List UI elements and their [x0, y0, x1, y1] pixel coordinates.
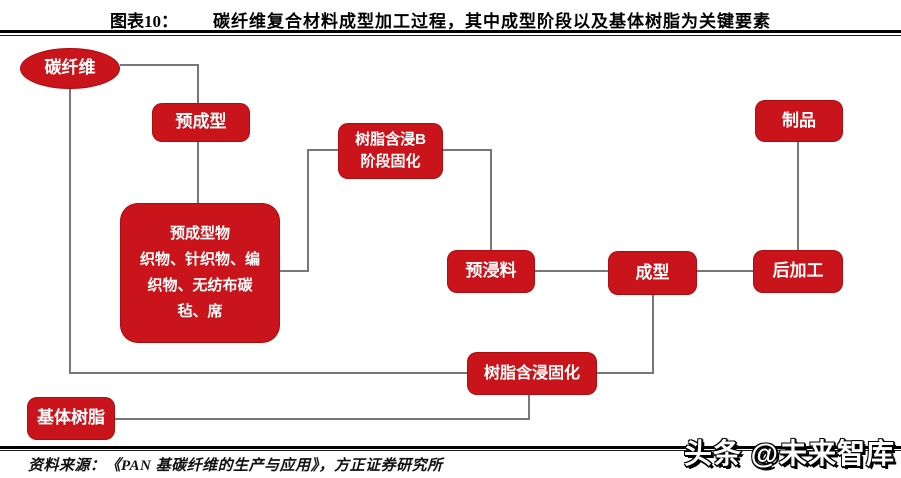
node-label-line: 毡、席 [177, 303, 223, 320]
figure-label: 图表10： [110, 12, 178, 31]
node-label: 树脂含浸固化 [483, 364, 580, 382]
watermark-text: 头条 @未来智库 [683, 438, 895, 469]
node-label: 后加工 [772, 261, 824, 281]
node-label: 预浸料 [465, 261, 517, 281]
connector-curing-molding-h [597, 372, 654, 374]
connector-bstage-prepreg-h [443, 149, 492, 151]
node-label: 基体树脂 [37, 408, 105, 428]
node-label-line: 织物、无纺布碳 [147, 277, 253, 294]
connector-bstage-prepreg-v [490, 149, 492, 250]
connector-molding-postprocessing [697, 270, 753, 272]
node-label-line: 阶段固化 [360, 153, 421, 170]
connector-curing-molding-v [652, 295, 654, 374]
node-label-line: 树脂含浸B [355, 131, 426, 148]
connector-carbonfiber-preform-h [120, 64, 198, 66]
node-preform: 预成型 [152, 103, 250, 142]
node-label: 制品 [782, 110, 816, 130]
connector-preform-materials-v [197, 142, 199, 204]
connector-materials-bstage-v [307, 149, 309, 272]
node-label-line: 织物、针织物、编 [139, 251, 260, 268]
footer-rule-thin [0, 450, 901, 451]
connector-carbonfiber-curing-v [69, 88, 71, 374]
source-note: 资料来源：《PAN 基碳纤维的生产与应用》，方正证券研究所 [28, 458, 443, 474]
node-label: 预成型 [175, 112, 227, 132]
connector-postprocessing-product [797, 142, 799, 250]
connector-carbonfiber-preform-v [197, 64, 199, 104]
header-rule-thick [0, 30, 901, 33]
node-post-processing: 后加工 [753, 250, 843, 293]
node-carbon-fiber: 碳纤维 [20, 48, 120, 89]
connector-materials-bstage-h2 [307, 149, 338, 151]
connector-prepreg-molding [535, 270, 608, 272]
node-product: 制品 [755, 100, 843, 142]
node-matrix-resin: 基体树脂 [27, 397, 115, 440]
header-rule-thin [0, 35, 901, 36]
node-label-line: 预成型物 [169, 225, 230, 242]
node-preform-materials: 预成型物 织物、针织物、编 织物、无纺布碳 毡、席 [120, 203, 280, 343]
connector-matrixresin-curing-h [115, 418, 530, 420]
connector-materials-bstage-h1 [280, 270, 309, 272]
node-label: 碳纤维 [44, 58, 96, 78]
node-resin-impregnation-b-stage-curing: 树脂含浸B 阶段固化 [338, 123, 443, 179]
connector-matrixresin-curing-v [528, 394, 530, 420]
node-molding: 成型 [608, 251, 697, 295]
node-resin-impregnation-curing: 树脂含浸固化 [467, 352, 597, 395]
connector-carbonfiber-curing-h [69, 372, 467, 374]
figure-title: 碳纤维复合材料成型加工过程，其中成型阶段以及基体树脂为关键要素 [213, 12, 771, 31]
footer-rule-thick [0, 446, 901, 449]
node-label: 成型 [635, 262, 670, 282]
node-prepreg: 预浸料 [447, 250, 535, 293]
